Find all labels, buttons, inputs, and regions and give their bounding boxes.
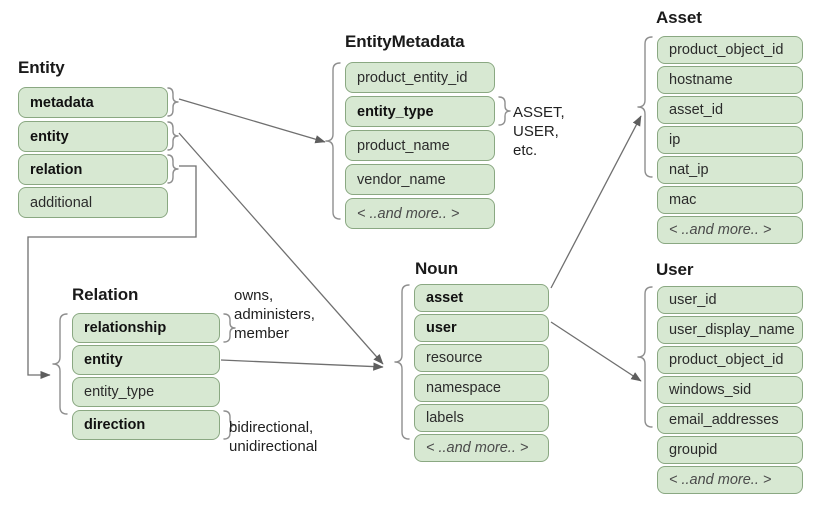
brace-entity-metadata	[167, 87, 179, 117]
row-entity-relation[interactable]: relation	[18, 154, 168, 185]
row-user-groupid[interactable]: groupid	[657, 436, 803, 464]
row-user-email-addresses[interactable]: email_addresses	[657, 406, 803, 434]
edge-entity-metadata-to-entitymetadata	[178, 98, 326, 144]
bracket-user	[637, 286, 653, 428]
brace-entity-type-values	[498, 96, 511, 126]
row-entity-additional[interactable]: additional	[18, 187, 168, 218]
row-noun-and-more[interactable]: < ..and more.. >	[414, 434, 549, 462]
row-entity-entity[interactable]: entity	[18, 121, 168, 152]
row-user-user-display-name[interactable]: user_display_name	[657, 316, 803, 344]
bracket-asset	[637, 36, 653, 178]
row-asset-asset-id[interactable]: asset_id	[657, 96, 803, 124]
row-user-windows-sid[interactable]: windows_sid	[657, 376, 803, 404]
brace-entity-relation	[167, 154, 179, 184]
row-noun-asset[interactable]: asset	[414, 284, 549, 312]
brace-entity-entity	[167, 121, 179, 151]
row-user-and-more[interactable]: < ..and more.. >	[657, 466, 803, 494]
group-title-entity-metadata: EntityMetadata	[345, 32, 465, 51]
edge-relation-entity-to-noun	[220, 359, 384, 371]
row-noun-resource[interactable]: resource	[414, 344, 549, 372]
annotation-relationship-values: owns, administers, member	[234, 287, 315, 342]
row-user-user-id[interactable]: user_id	[657, 286, 803, 314]
row-entity-metadata[interactable]: metadata	[18, 87, 168, 118]
row-relation-direction[interactable]: direction	[72, 410, 220, 440]
bracket-noun	[394, 284, 410, 440]
row-user-product-object-id[interactable]: product_object_id	[657, 346, 803, 374]
row-noun-namespace[interactable]: namespace	[414, 374, 549, 402]
row-entitymetadata-vendor-name[interactable]: vendor_name	[345, 164, 495, 195]
row-relation-relationship[interactable]: relationship	[72, 313, 220, 343]
row-relation-entity[interactable]: entity	[72, 345, 220, 375]
group-title-entity: Entity	[18, 58, 65, 77]
bracket-entity-metadata	[325, 62, 341, 220]
group-title-relation: Relation	[72, 285, 139, 304]
row-entitymetadata-product-entity-id[interactable]: product_entity_id	[345, 62, 495, 93]
group-title-noun: Noun	[415, 259, 459, 278]
row-entitymetadata-and-more[interactable]: < ..and more.. >	[345, 198, 495, 229]
row-entitymetadata-product-name[interactable]: product_name	[345, 130, 495, 161]
annotation-entity-type-values: ASSET, USER, etc.	[513, 104, 565, 159]
group-title-user: User	[656, 260, 694, 279]
group-title-asset: Asset	[656, 8, 702, 27]
row-asset-nat-ip[interactable]: nat_ip	[657, 156, 803, 184]
row-asset-hostname[interactable]: hostname	[657, 66, 803, 94]
annotation-direction-values: bidirectional, unidirectional	[229, 419, 318, 455]
row-entitymetadata-entity-type[interactable]: entity_type	[345, 96, 495, 127]
row-asset-mac[interactable]: mac	[657, 186, 803, 214]
row-asset-and-more[interactable]: < ..and more.. >	[657, 216, 803, 244]
row-noun-labels[interactable]: labels	[414, 404, 549, 432]
row-asset-ip[interactable]: ip	[657, 126, 803, 154]
row-relation-entity-type[interactable]: entity_type	[72, 377, 220, 407]
row-asset-product-object-id[interactable]: product_object_id	[657, 36, 803, 64]
bracket-relation	[52, 313, 68, 415]
edge-noun-user-to-user	[550, 321, 642, 382]
row-noun-user[interactable]: user	[414, 314, 549, 342]
